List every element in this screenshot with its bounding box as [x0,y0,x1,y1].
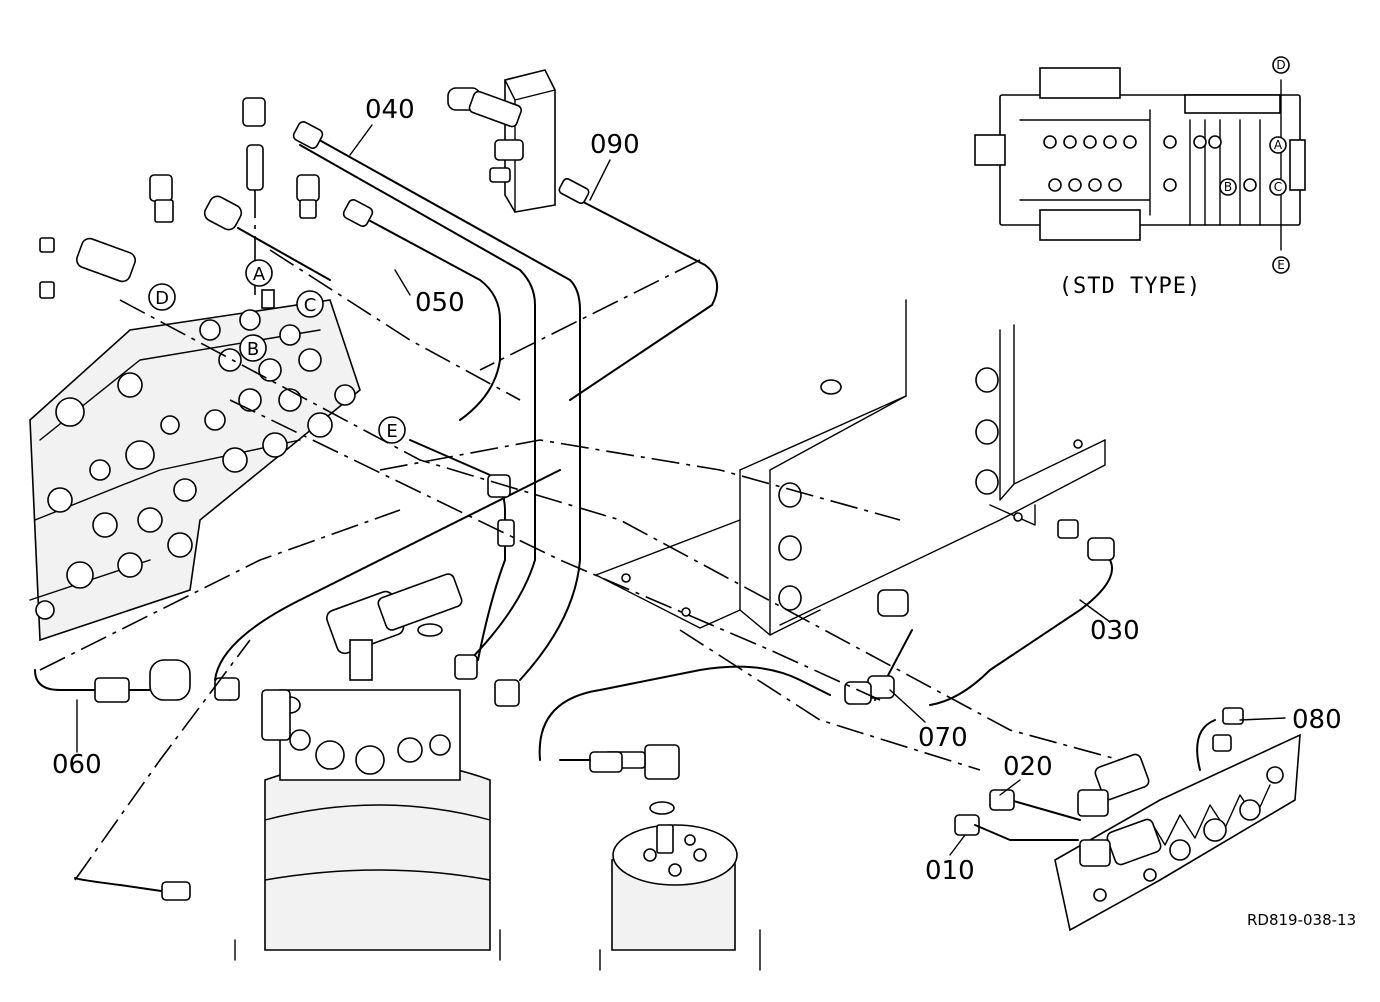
inset-port-marker-d [1272,56,1290,74]
inset-port-label-a: A [1274,138,1283,152]
swing-motor [234,573,501,961]
swivel-joint [599,744,761,971]
port-label-e: E [386,421,397,442]
part-number-labels: 040 050 090 060 030 070 080 020 010 [52,95,1342,886]
label-040: 040 [365,95,415,125]
inset-port-label-c: C [1274,180,1282,194]
inset-port-label-e: E [1277,258,1285,272]
inset-port-marker-e [1272,256,1290,274]
port-marker-a [245,259,273,287]
label-090: 090 [590,130,640,160]
port-markers [148,56,1290,444]
label-030: 030 [1090,616,1140,646]
port-label-d: D [155,288,169,309]
inset-port-marker-b [1219,178,1237,196]
port-label-b: B [247,339,259,360]
mounting-bracket-frame [595,299,1106,636]
port-marker-d [148,283,176,311]
solenoid-bracket [1054,707,1301,932]
port-label-a: A [253,264,266,285]
control-valve-assembly [29,97,361,642]
drawing-reference-code: RD819-038-13 [1247,911,1356,929]
label-leader-lines [76,124,1286,856]
label-010: 010 [925,856,975,886]
solenoid-valve-block [447,69,556,213]
label-070: 070 [918,723,968,753]
inset-port-marker-c [1269,178,1287,196]
inset-port-marker-a [1269,136,1287,154]
std-type-inset [974,67,1306,251]
label-020: 020 [1003,752,1053,782]
port-letter-labels: A B C D E D E A B C [155,58,1286,442]
label-050: 050 [415,288,465,318]
port-marker-e [378,416,406,444]
inset-port-label-d: D [1276,58,1285,72]
inset-caption: (STD TYPE) [1059,274,1201,299]
inset-port-label-b: B [1224,180,1232,194]
port-marker-b [239,334,267,362]
hose-lines [34,121,1216,901]
port-label-c: C [304,295,317,316]
label-080: 080 [1292,705,1342,735]
port-marker-c [296,290,324,318]
label-060: 060 [52,750,102,780]
